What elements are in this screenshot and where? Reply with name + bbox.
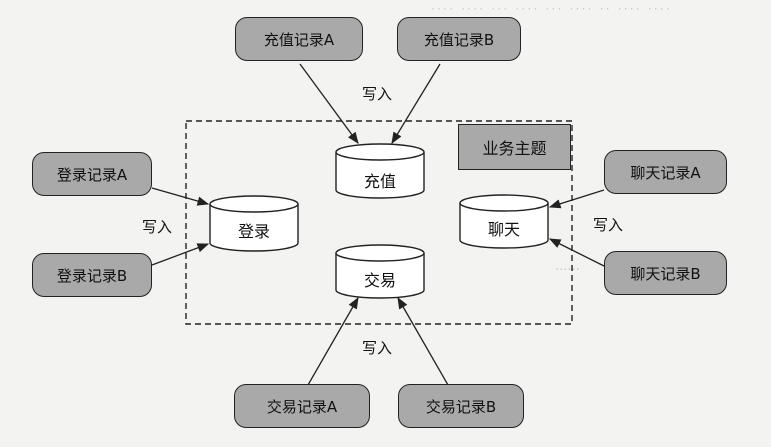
topic-trade: 交易: [363, 271, 396, 290]
source-login-b: 登录记录B: [32, 253, 152, 297]
cylinder-chat: [459, 194, 549, 249]
background-text: ···· ···· ··· ···· ··· ···· ·· ···· ····: [430, 4, 671, 15]
source-trade-b: 交易记录B: [398, 384, 524, 428]
business-topic-label: 业务主题: [458, 124, 571, 170]
arrow-login-b: [151, 243, 210, 266]
arrow-login-a: [151, 187, 210, 206]
arrow-recharge-b: [391, 63, 441, 144]
cylinder-login: [209, 195, 299, 252]
source-recharge-b: 充值记录B: [397, 17, 521, 61]
arrow-chat-b: [548, 238, 605, 267]
topic-login: 登录: [237, 222, 270, 241]
topic-chat: 聊天: [487, 220, 520, 239]
arrow-chat-a: [548, 189, 605, 209]
write-label-right: 写入: [593, 216, 624, 234]
arrow-recharge-a: [299, 63, 359, 144]
arrow-trade-b: [397, 296, 449, 386]
arrow-trade-a: [307, 296, 359, 386]
write-label-top: 写入: [362, 85, 393, 103]
source-recharge-a: 充值记录A: [235, 17, 363, 61]
write-label-left: 写入: [142, 218, 173, 236]
source-chat-a: 聊天记录A: [604, 150, 727, 194]
source-chat-b: 聊天记录B: [604, 251, 727, 295]
cylinder-recharge: [335, 143, 425, 199]
source-trade-a: 交易记录A: [234, 384, 370, 428]
write-label-bottom: 写入: [362, 339, 393, 357]
topic-recharge: 充值: [363, 172, 396, 191]
topic-region-border: [185, 120, 573, 325]
cylinder-trade: [335, 244, 425, 299]
background-text: ······: [555, 263, 580, 278]
source-login-a: 登录记录A: [32, 152, 152, 196]
